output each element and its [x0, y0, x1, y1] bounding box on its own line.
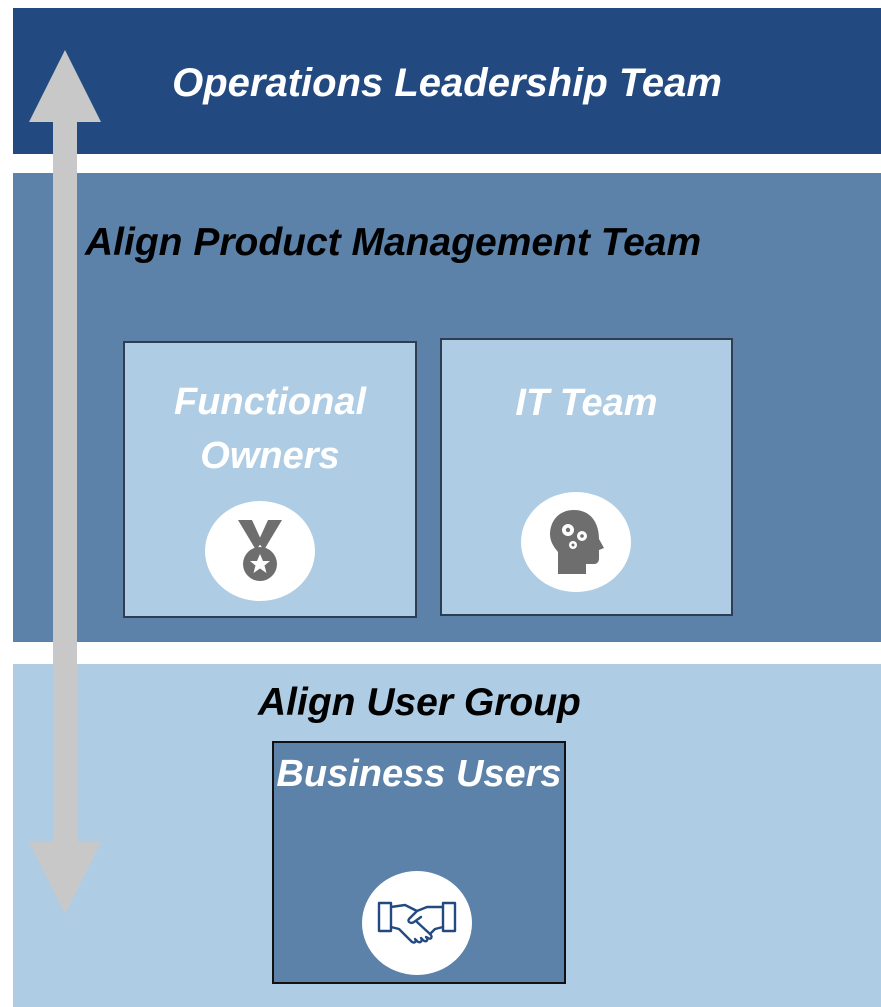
business-users-label: Business Users — [276, 753, 562, 795]
business-users-box: Business Users — [272, 741, 566, 984]
it-team-label: IT Team — [515, 382, 658, 424]
user-group-band: Align User Group Business Users — [13, 664, 881, 1007]
it-team-box: IT Team — [440, 338, 733, 616]
functional-owners-label: Functional Owners — [173, 381, 367, 477]
head-gears-icon — [521, 492, 631, 592]
product-management-title: Align Product Management Team — [85, 221, 702, 264]
handshake-icon — [362, 871, 472, 975]
user-group-title: Align User Group — [258, 681, 581, 724]
functional-owners-box: Functional Owners — [123, 341, 417, 618]
operations-leadership-band: Operations Leadership Team — [13, 8, 881, 154]
product-management-band: Align Product Management Team Functional… — [13, 173, 881, 642]
double-headed-vertical-arrow — [29, 50, 101, 914]
operations-leadership-title: Operations Leadership Team — [172, 61, 722, 105]
medal-icon — [205, 501, 315, 601]
